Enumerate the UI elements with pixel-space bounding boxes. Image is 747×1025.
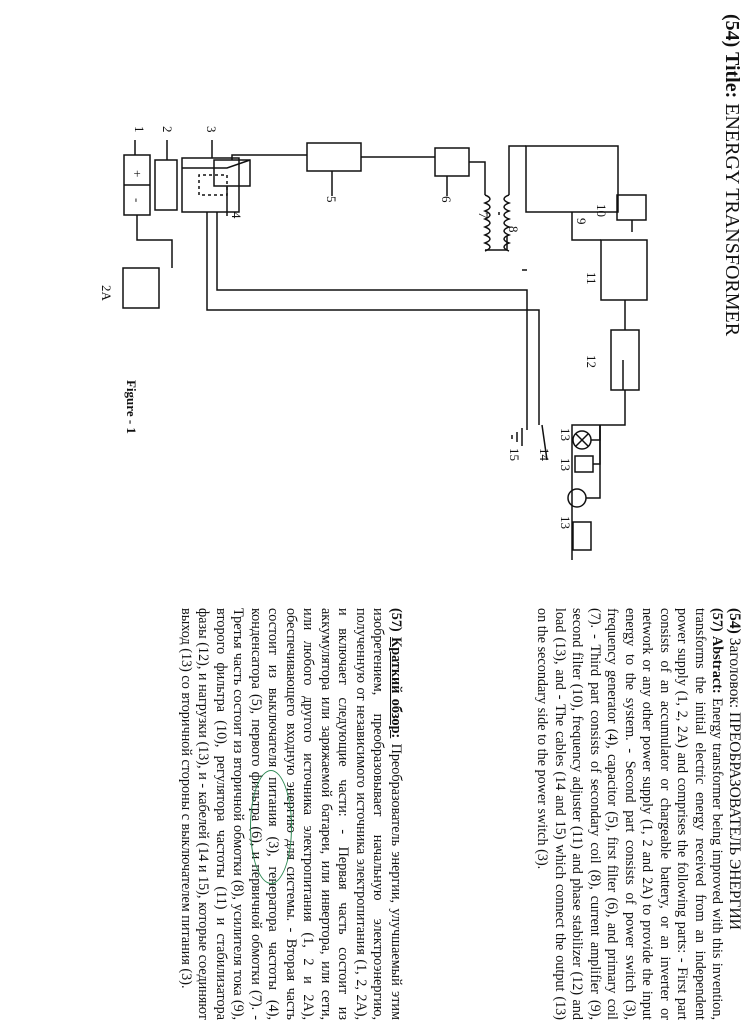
lamp-cross-b <box>575 433 589 447</box>
ru-prefix: (57) <box>388 608 404 632</box>
label-11: 11 <box>584 272 599 285</box>
label-10: 10 <box>594 204 609 217</box>
label-plus: + <box>130 170 145 177</box>
abstract-heading: Abstract: <box>709 636 726 694</box>
wire-coil-amp <box>508 145 526 195</box>
label-12: 12 <box>584 355 599 368</box>
abstract-prefix: (57) <box>709 608 726 632</box>
cable-14 <box>206 212 540 425</box>
wire-filter-coil <box>469 161 486 195</box>
supply-2a-box <box>122 267 160 309</box>
wire-meter <box>593 425 601 465</box>
label-8: 8 <box>506 226 521 233</box>
label-1: 1 <box>132 126 147 133</box>
power-switch-box <box>181 157 240 213</box>
label-15: 15 <box>507 448 522 461</box>
motor-load <box>567 488 587 508</box>
english-header: (54) Заголовок: ПРЕОБРАЗОВАТЕЛЬ ЭНЕРГИИ <box>726 608 743 1020</box>
label-7: 7 <box>476 212 491 219</box>
abstract-text: Energy transformer being improved with t… <box>534 608 726 1021</box>
label-3: 3 <box>204 126 219 133</box>
second-filter-box <box>616 194 647 221</box>
phase-stabilizer-box <box>610 329 640 391</box>
cable-15 <box>216 212 528 430</box>
label-13a: 13 <box>558 428 573 441</box>
label-13b: 13 <box>558 458 573 471</box>
label-2a: 2A <box>99 285 114 302</box>
frequency-generator-box <box>213 159 251 187</box>
english-column: (54) Заголовок: ПРЕОБРАЗОВАТЕЛЬ ЭНЕРГИИ … <box>533 608 744 1020</box>
wire-gen-cap <box>231 154 307 160</box>
label-9: 9 <box>574 218 589 225</box>
switch-inner <box>198 174 228 196</box>
first-filter-box <box>434 147 470 177</box>
label-14: 14 <box>537 448 552 462</box>
header-text: Заголовок: ПРЕОБРАЗОВАТЕЛЬ ЭНЕРГИИ <box>726 637 743 930</box>
capacitor-box <box>306 142 362 172</box>
wire-stab-load <box>571 390 626 560</box>
label-4: 4 <box>229 212 244 219</box>
label-2: 2 <box>160 126 175 133</box>
label-13c: 13 <box>558 516 573 529</box>
ru-heading: Краткий обзор: <box>388 637 404 739</box>
header-prefix: (54) <box>726 608 743 634</box>
label-minus: - <box>130 198 145 202</box>
leader-14 <box>541 424 548 461</box>
primary-coil <box>482 194 491 252</box>
wire-battery-2a <box>136 215 173 268</box>
label-5: 5 <box>324 196 339 203</box>
green-annotation-circle <box>250 770 292 884</box>
wire-motor <box>586 425 601 499</box>
wire-coil-return <box>485 236 508 251</box>
wire-switch-gen <box>182 159 251 169</box>
connector-box <box>154 159 178 211</box>
wire-amp-adjust <box>571 212 601 241</box>
current-amplifier-box <box>525 145 619 213</box>
figure-caption: Figure - 1 <box>124 380 139 434</box>
english-abstract: (57) Abstract: Energy transformer being … <box>533 608 726 1020</box>
frequency-adjuster-box <box>600 239 648 301</box>
wire-lamp <box>591 425 601 441</box>
meter-load <box>574 455 594 473</box>
output-plug <box>572 521 592 551</box>
label-6: 6 <box>439 196 454 203</box>
